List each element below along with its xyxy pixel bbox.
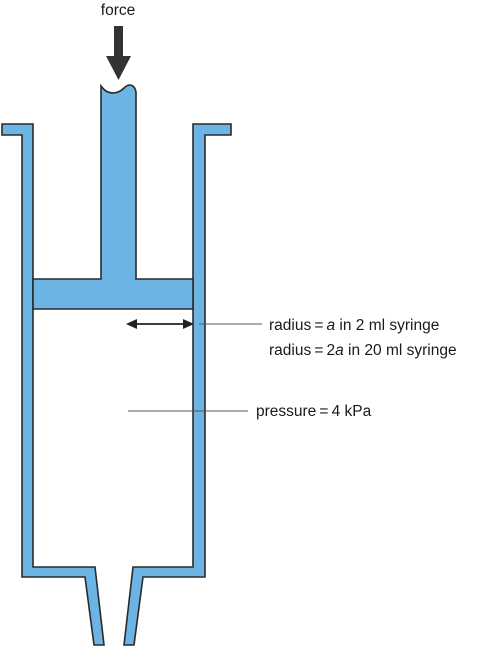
radius-label-20ml: radius = 2a in 20 ml syringe	[269, 342, 457, 359]
radius-label-2ml: radius = a in 2 ml syringe	[269, 317, 439, 334]
syringe-barrel	[1, 123, 105, 646]
force-label: force	[101, 2, 135, 19]
pressure-label: pressure = 4 kPa	[256, 403, 372, 420]
force-arrow	[106, 26, 131, 80]
plunger	[32, 83, 194, 310]
syringe-barrel-right	[123, 123, 232, 646]
radius-double-arrow	[126, 319, 194, 329]
